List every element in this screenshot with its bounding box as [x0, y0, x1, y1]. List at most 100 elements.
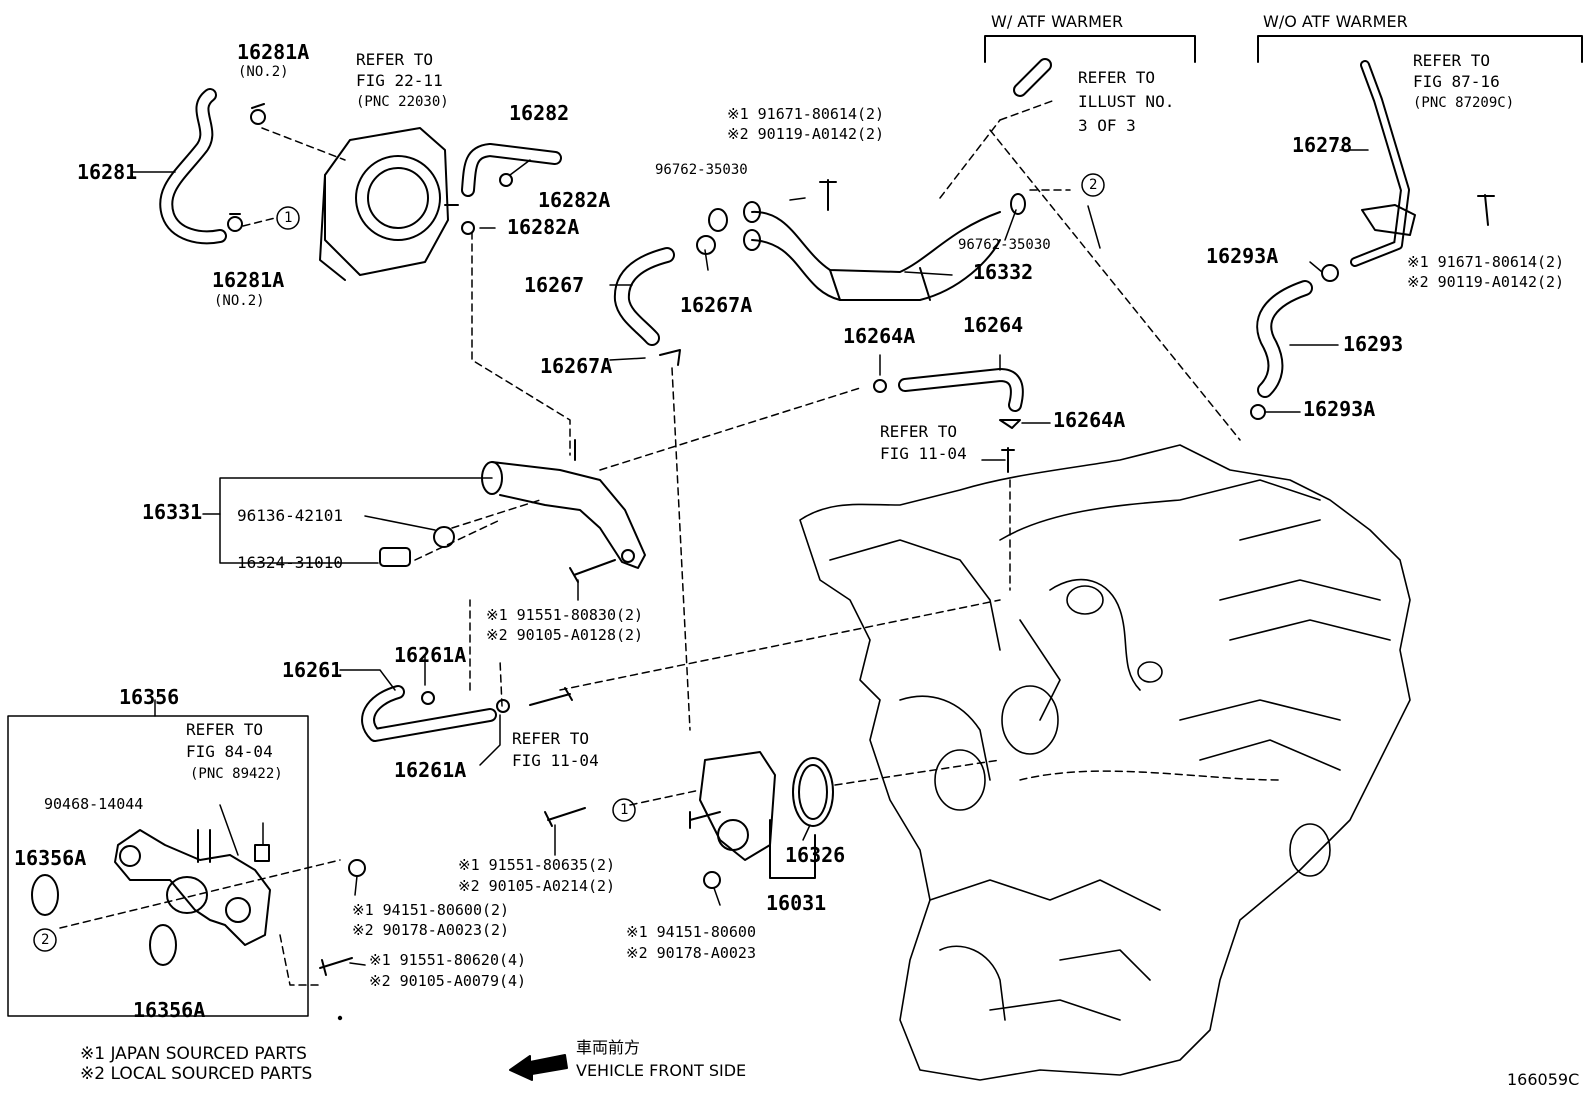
bolt-fig-11-04: [1001, 447, 1015, 473]
part-16267A-a[interactable]: 16267A: [680, 293, 753, 317]
callout-1-a: 1: [284, 210, 293, 226]
hose-16264: [898, 368, 1024, 412]
without-atf-warmer-header: W/O ATF WARMER: [1263, 12, 1408, 31]
part-16356[interactable]: 16356: [119, 685, 180, 709]
ref-line: REFER TO: [880, 422, 958, 441]
part-16356A-b[interactable]: 16356A: [133, 998, 206, 1022]
part-16282A-b[interactable]: 16282A: [507, 215, 580, 239]
nut-box-note-1: ※1 94151-80600(2): [352, 901, 510, 919]
bolt-note-low-1: ※1 91551-80635(2): [458, 856, 616, 874]
stud-fig-11-04: [529, 687, 573, 706]
callout-1-b: 1: [620, 802, 629, 818]
bolt-box-note-2: ※2 90105-A0079(4): [369, 972, 527, 990]
hose-16293: [1256, 280, 1313, 398]
plug-16324: [379, 547, 411, 567]
with-atf-bracket: [984, 35, 1196, 63]
part-16281A-top-sub: (NO.2): [238, 64, 289, 80]
part-96762-35030-b[interactable]: 96762-35030: [958, 237, 1051, 253]
part-16324-31010[interactable]: 16324-31010: [237, 553, 343, 572]
part-16281[interactable]: 16281: [77, 160, 138, 184]
part-16282[interactable]: 16282: [509, 101, 570, 125]
bracket-16031: [769, 819, 816, 879]
bolt-low: [544, 807, 586, 827]
water-pipe-16332: [743, 201, 1001, 301]
hose-16282: [461, 143, 562, 197]
part-16261[interactable]: 16261: [282, 658, 343, 682]
oring-16356A-a: [31, 874, 59, 916]
part-16293A-b[interactable]: 16293A: [1303, 397, 1376, 421]
legend-japan-sourced: ※1 JAPAN SOURCED PARTS: [80, 1044, 307, 1064]
bolt-note-top-1: ※1 91671-80614(2): [727, 105, 885, 123]
hose-16281: [159, 88, 227, 245]
clamp-96136: [433, 526, 455, 548]
dot-mark: [337, 1015, 343, 1021]
gasket-16326: [792, 757, 834, 827]
part-16331[interactable]: 16331: [142, 500, 203, 524]
ref-line: REFER TO: [512, 729, 590, 748]
part-16356A-a[interactable]: 16356A: [14, 846, 87, 870]
nut-note-2: ※2 90178-A0023: [626, 944, 756, 962]
nut-low: [703, 871, 721, 889]
without-atf-bracket: [1257, 35, 1583, 63]
part-16281A-bottom[interactable]: 16281A: [212, 268, 285, 292]
part-16031[interactable]: 16031: [766, 891, 827, 915]
figure-code: 166059C: [1507, 1070, 1580, 1089]
ref-line: FIG 87-16: [1413, 72, 1500, 91]
ref-line: (PNC 87209C): [1413, 95, 1515, 111]
nut-note-1: ※1 94151-80600: [626, 923, 756, 941]
bolt-box: [319, 957, 353, 976]
callout-circles: [33, 173, 1105, 952]
ref-line: FIG 11-04: [512, 751, 599, 770]
direction-english: VEHICLE FRONT SIDE: [576, 1061, 747, 1080]
oring-16356A-b: [149, 924, 177, 966]
part-16293A-a[interactable]: 16293A: [1206, 244, 1279, 268]
part-16278[interactable]: 16278: [1292, 133, 1353, 157]
nut-box: [348, 859, 366, 877]
callout-2-b: 2: [41, 932, 50, 948]
ref-line: (PNC 22030): [356, 94, 449, 110]
hose-atf: [1013, 58, 1052, 97]
callout-2-a: 2: [1089, 177, 1098, 193]
nut-box-note-2: ※2 90178-A0023(2): [352, 921, 510, 939]
clamp-16282A: [461, 173, 513, 235]
part-16261A-a[interactable]: 16261A: [394, 643, 467, 667]
part-16264A-b[interactable]: 16264A: [1053, 408, 1126, 432]
hose-16261: [361, 685, 497, 742]
water-outlet-16031: [689, 751, 776, 861]
part-16332[interactable]: 16332: [973, 260, 1034, 284]
bolt-top: [819, 179, 837, 211]
part-16267[interactable]: 16267: [524, 273, 585, 297]
part-16261A-b[interactable]: 16261A: [394, 758, 467, 782]
ref-line: ILLUST NO.: [1078, 92, 1175, 111]
gasket-96762-b: [1010, 193, 1026, 215]
bolt-box-note-1: ※1 91551-80620(4): [369, 951, 527, 969]
ref-line: (PNC 89422): [190, 766, 283, 782]
ref-line: FIG 22-11: [356, 71, 443, 90]
clamp-16261A: [421, 691, 510, 713]
pipe-16278: [1350, 60, 1416, 267]
housing-16331: [481, 439, 646, 569]
ref-line: REFER TO: [1413, 51, 1491, 70]
part-16293[interactable]: 16293: [1343, 332, 1404, 356]
part-16264A-a[interactable]: 16264A: [843, 324, 916, 348]
bolt-note-mid-1: ※1 91551-80830(2): [486, 606, 644, 624]
direction-japanese: 車両前方: [576, 1038, 641, 1057]
part-16281A-top[interactable]: 16281A: [237, 40, 310, 64]
bolt-right: [1477, 194, 1495, 226]
part-16326[interactable]: 16326: [785, 843, 846, 867]
part-96762-35030-a[interactable]: 96762-35030: [655, 162, 748, 178]
part-16282A-a[interactable]: 16282A: [538, 188, 611, 212]
part-90468-14044[interactable]: 90468-14044: [44, 795, 144, 813]
part-16267A-b[interactable]: 16267A: [540, 354, 613, 378]
part-96136-42101[interactable]: 96136-42101: [237, 506, 343, 525]
with-atf-warmer-header: W/ ATF WARMER: [991, 12, 1124, 31]
part-16264[interactable]: 16264: [963, 313, 1024, 337]
bolt-note-right-2: ※2 90119-A0142(2): [1407, 273, 1565, 291]
ref-line: FIG 11-04: [880, 444, 967, 463]
ref-line: REFER TO: [356, 50, 434, 69]
bolt-note-right-1: ※1 91671-80614(2): [1407, 253, 1565, 271]
inset-part-16356: [114, 829, 271, 946]
vehicle-front-arrow: [509, 1054, 568, 1081]
engine-block: [799, 444, 1411, 1081]
